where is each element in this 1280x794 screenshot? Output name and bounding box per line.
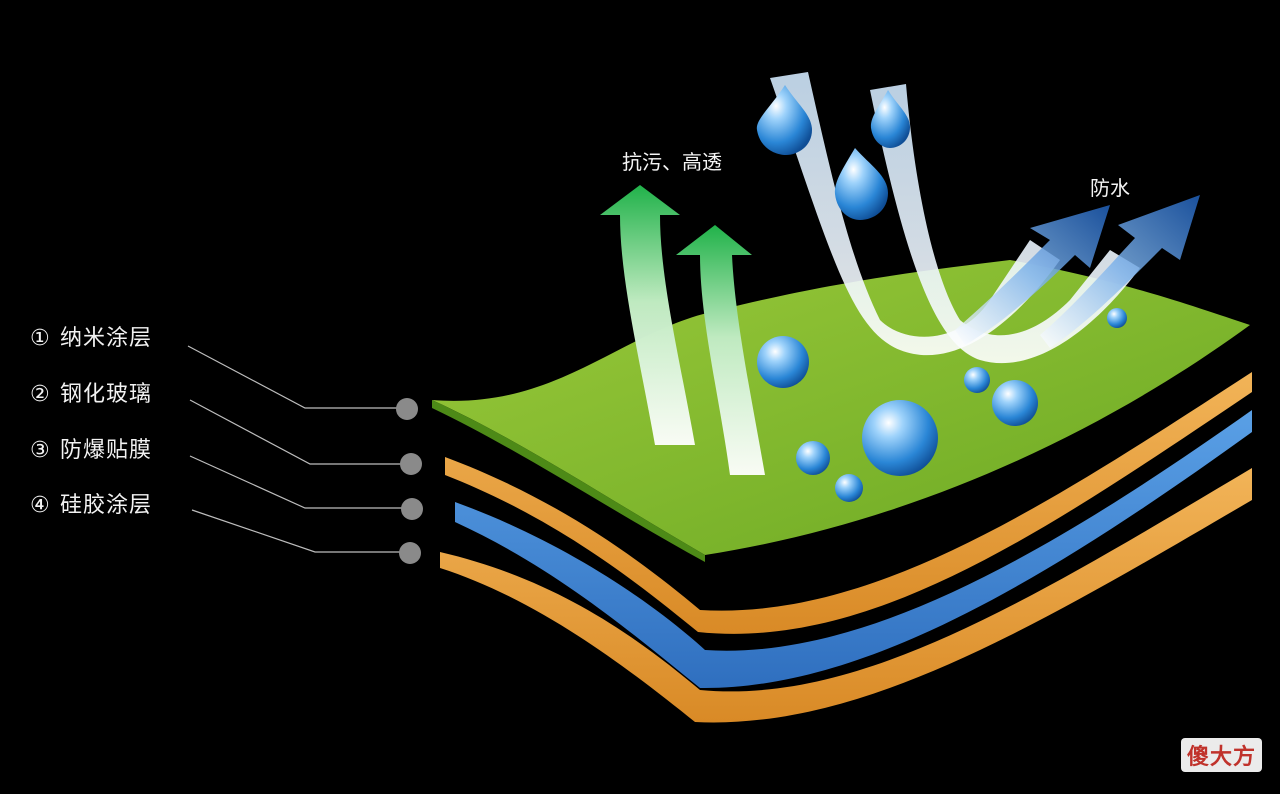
- legend-number: ③: [30, 438, 51, 463]
- film-layer: [455, 410, 1252, 689]
- water-beads: [757, 308, 1127, 502]
- silicone-layer: [440, 468, 1252, 723]
- waterproof-arrows: [955, 195, 1200, 348]
- legend-label: 纳米涂层: [60, 326, 153, 351]
- legend-item-glass: ② 钢化玻璃: [30, 376, 152, 408]
- antifouling-callout: 抗污、高透: [622, 150, 722, 174]
- legend-item-silicone: ④ 硅胶涂层: [30, 487, 152, 519]
- legend-label: 防爆贴膜: [60, 438, 153, 463]
- falling-drops: [756, 85, 910, 220]
- legend-item-film: ③ 防爆贴膜: [30, 432, 152, 464]
- leader-lines: [187, 345, 410, 553]
- legend-number: ④: [30, 493, 51, 518]
- connector-dots: [396, 398, 423, 564]
- waterproof-callout: 防水: [1090, 176, 1130, 200]
- legend-number: ①: [30, 326, 51, 351]
- watermark-logo: 傻大方: [1180, 738, 1262, 772]
- legend-label: 硅胶涂层: [60, 493, 153, 518]
- legend-item-nano: ① 纳米涂层: [30, 320, 152, 352]
- water-ribbons: [770, 72, 1140, 364]
- antifouling-arrows: [600, 185, 765, 475]
- legend-label: 钢化玻璃: [60, 382, 153, 407]
- legend-number: ②: [30, 382, 51, 407]
- glass-layer: [445, 372, 1252, 634]
